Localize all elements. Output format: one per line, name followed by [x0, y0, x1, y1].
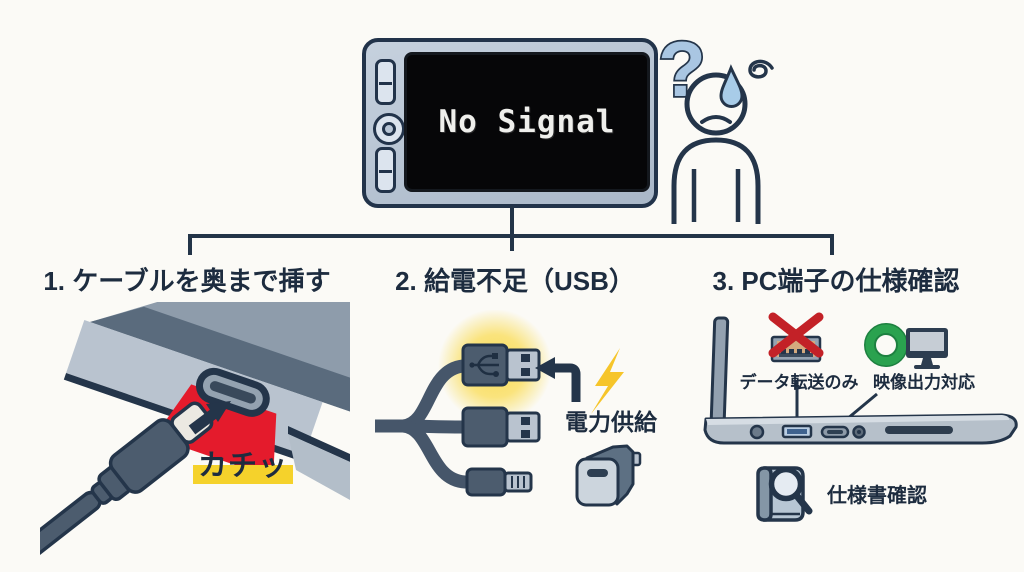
usb-a-connector-second [461, 406, 541, 448]
monitor-button-top [375, 59, 396, 105]
micro-usb-connector [465, 467, 533, 497]
laptop-side [703, 316, 1018, 445]
confused-person: ? [656, 26, 774, 224]
step1-heading: 1. ケーブルを奥まで挿す [43, 266, 331, 296]
device-corner-edge [288, 426, 350, 462]
tree-drop-center [510, 238, 514, 251]
person-body [671, 137, 761, 224]
question-mark-icon: ? [658, 26, 706, 113]
tree-stem [510, 206, 514, 236]
video-out-label: 映像出力対応 [873, 373, 975, 392]
magnifier-icon [768, 466, 804, 502]
power-adapter [575, 444, 642, 507]
y-cable [375, 359, 472, 489]
data-only-label: データ転送のみ [739, 373, 859, 392]
tree-drop-right [830, 238, 834, 255]
step3-illustration [703, 312, 1018, 522]
monitor-button-bottom [375, 147, 396, 193]
laptop-usb-a-port [781, 424, 813, 439]
frustration-squiggle-icon [748, 59, 774, 79]
spec-check-label: 仕様書確認 [827, 485, 927, 507]
usb-cable-connector [40, 401, 214, 567]
tree-drop-left [188, 238, 192, 255]
monitor-dial [373, 113, 405, 145]
magnifier-handle [793, 492, 813, 515]
sweat-drop-icon [719, 64, 744, 108]
step2-illustration [375, 310, 642, 507]
power-jack [749, 424, 765, 440]
spec-book-icon [756, 466, 813, 522]
laptop-lid-edge [709, 316, 730, 424]
audio-jack [852, 425, 866, 439]
power-supply-label: 電力供給 [565, 409, 657, 435]
click-sound-label: カチッ [197, 450, 288, 482]
insert-arrow-icon [188, 401, 231, 435]
vent-slot [885, 426, 953, 434]
step1-illustration [40, 302, 350, 567]
step3-heading: 3. PC端子の仕様確認 [712, 266, 960, 296]
usb-a-connector-powered [461, 343, 541, 387]
x-mark-icon [768, 312, 824, 358]
frown-mouth [700, 115, 732, 124]
step2-heading: 2. 給電不足（USB） [395, 266, 635, 296]
lightning-bolt-icon [591, 348, 624, 414]
click-highlight-bar [193, 465, 293, 484]
tree-crossbar [188, 234, 834, 238]
laptop-usb-c-port [820, 425, 850, 439]
monitor-screen: No Signal [404, 52, 650, 192]
display-icon [906, 328, 948, 369]
portable-monitor: No Signal [362, 38, 658, 208]
ok-circle-icon [864, 323, 908, 367]
no-signal-text: No Signal [438, 104, 616, 140]
usb-trident-icon [469, 353, 499, 377]
power-arrow-icon [535, 357, 581, 402]
